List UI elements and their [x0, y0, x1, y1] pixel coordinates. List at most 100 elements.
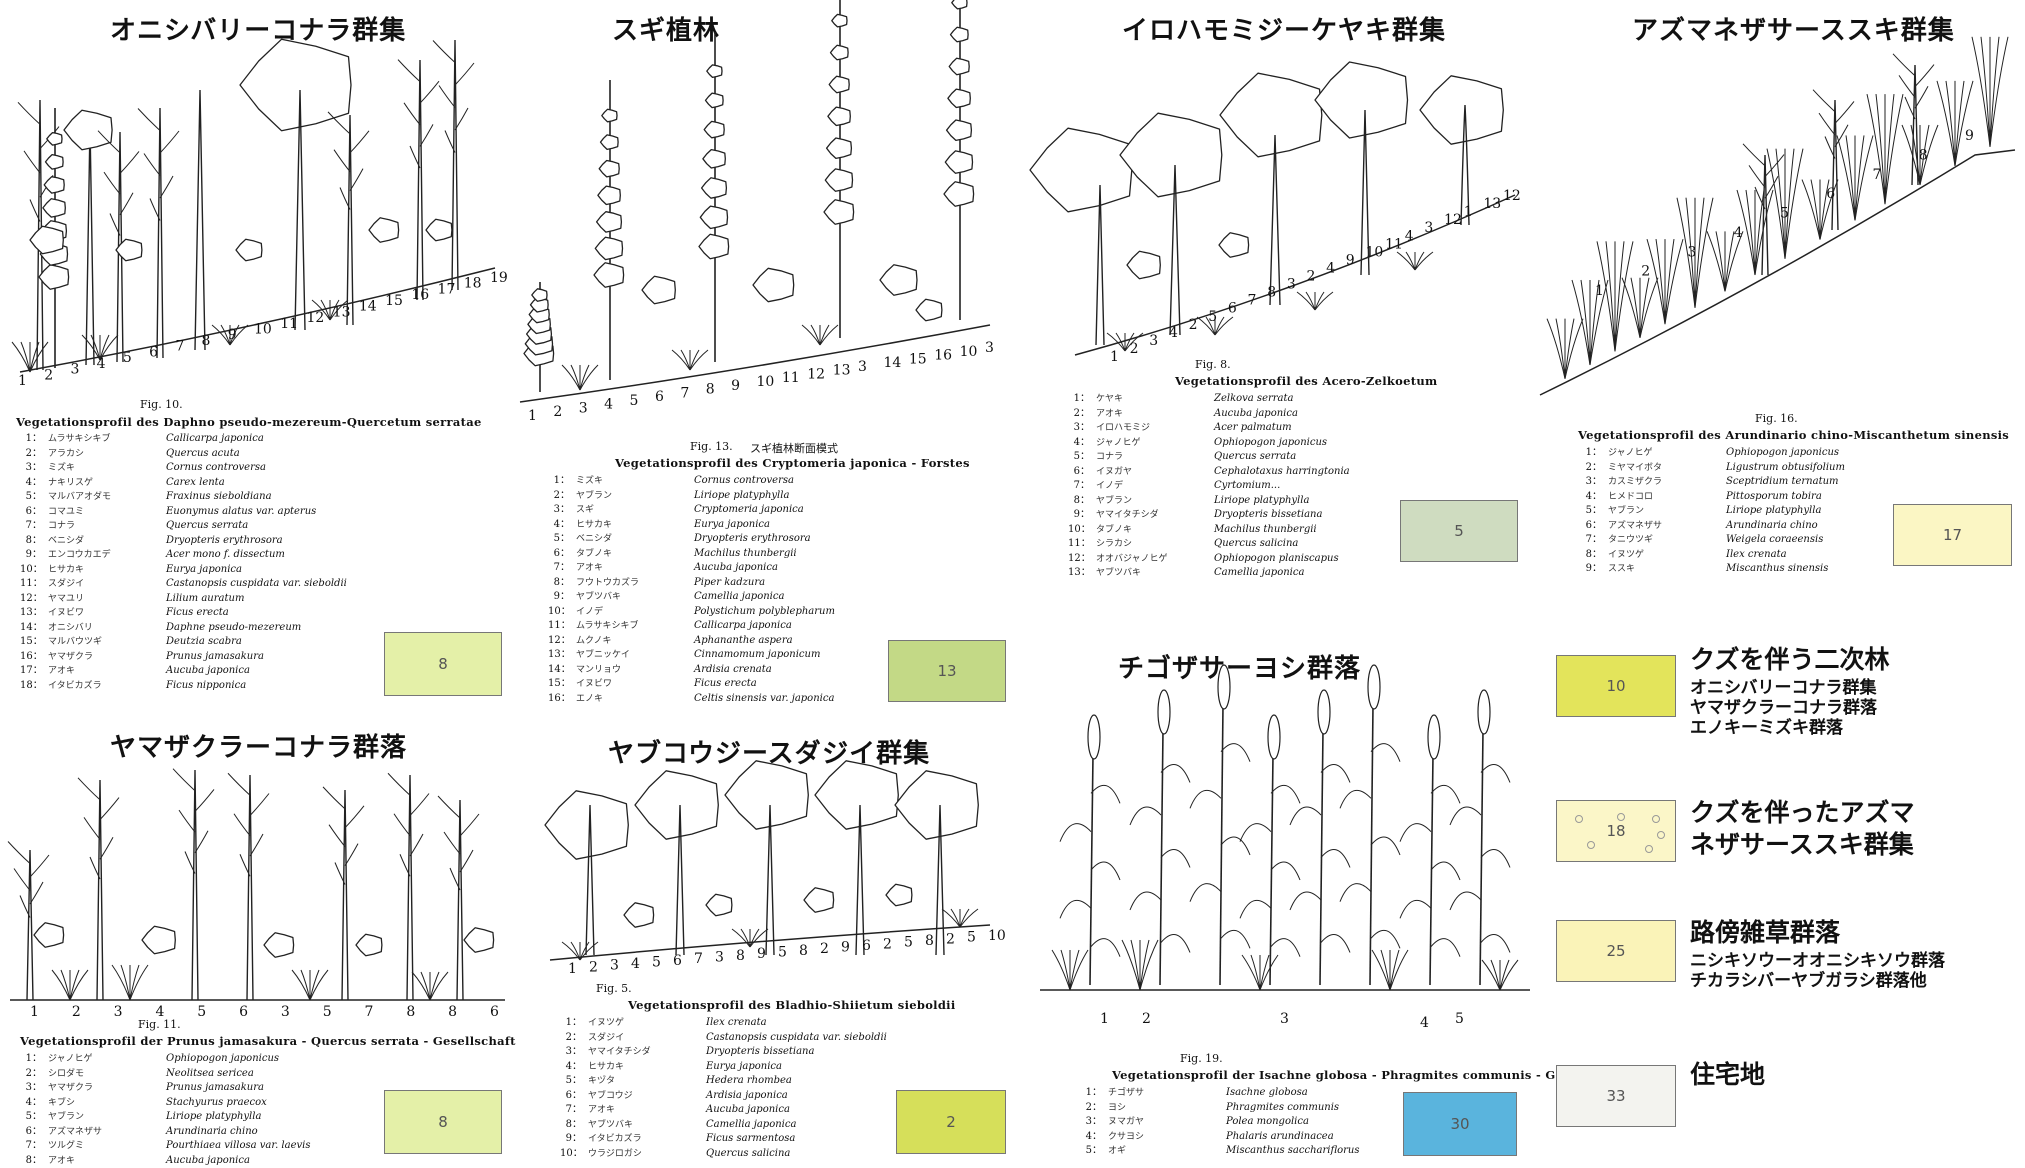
tree-crown	[753, 268, 794, 301]
species-latin-name: Aphananthe aspera	[694, 634, 793, 649]
tree-crown	[597, 212, 622, 232]
grass-blade	[1107, 333, 1125, 351]
species-number: 12：	[20, 592, 42, 607]
profile-number: 2	[1142, 1011, 1151, 1027]
tree-crown	[828, 107, 850, 125]
profile-number: 10	[757, 374, 775, 390]
species-number: 2：	[20, 1067, 42, 1082]
tree-crown	[528, 315, 550, 333]
profile-number: 15	[909, 351, 927, 367]
tree-crown	[947, 120, 972, 140]
grass-blade	[1665, 239, 1683, 324]
species-number: 5：	[20, 1110, 42, 1125]
tree-branch	[173, 769, 195, 791]
profile-number: 9	[731, 378, 740, 394]
species-japanese-name: イヌビワ	[42, 606, 166, 621]
grass-blade	[1725, 231, 1743, 291]
reed-leaf	[1321, 765, 1350, 783]
tree-branch	[410, 834, 423, 856]
reed-leaf	[1130, 807, 1161, 825]
species-number: 12：	[1068, 552, 1090, 567]
species-latin-name: Arundinaria chino	[1726, 519, 1818, 534]
grass-blade	[1716, 231, 1725, 291]
profile-number: 17	[438, 281, 456, 297]
swatch-code: 17	[1943, 526, 1962, 544]
grass-blade	[61, 970, 70, 1000]
tree-branch	[460, 814, 479, 836]
profile-number: 4	[1734, 225, 1743, 241]
species-latin-name: Polea mongolica	[1226, 1115, 1309, 1130]
grass-blade	[562, 942, 580, 960]
grass-blade	[1372, 950, 1390, 990]
species-japanese-name: ナキリスゲ	[42, 476, 166, 491]
profile-number: 8	[202, 333, 211, 349]
profile-number: 3	[1424, 220, 1433, 236]
profile-number: 8	[799, 943, 808, 959]
profile-number: 2	[553, 404, 562, 420]
species-number: 2：	[20, 447, 42, 462]
reed-leaf	[1371, 744, 1400, 762]
grass-blade	[1070, 950, 1088, 990]
grass-blade	[1656, 239, 1665, 324]
profile-number: 3	[1688, 244, 1697, 260]
swatch-code: 8	[438, 655, 448, 673]
grass-blade	[1381, 950, 1390, 990]
species-japanese-name: ヤブラン	[570, 489, 694, 504]
grass-blade	[112, 965, 130, 1000]
species-japanese-name: コナラ	[1090, 450, 1214, 465]
grass-blade	[1131, 940, 1140, 990]
grass-blade	[1902, 125, 1920, 185]
species-number: 14：	[548, 663, 570, 678]
tree-crown	[524, 341, 554, 365]
species-number: 13：	[1068, 566, 1090, 581]
grass-blade	[412, 972, 430, 1000]
tree-branch	[1893, 54, 1915, 76]
profile-number: 12	[306, 310, 324, 326]
species-number: 1：	[1068, 392, 1090, 407]
tree-crown	[1219, 233, 1249, 257]
tree-crown	[356, 934, 382, 955]
species-latin-name: Celtis sinensis var. japonica	[694, 692, 834, 707]
tree-branch	[450, 868, 460, 890]
tree-branch	[144, 154, 160, 176]
map-legend-swatch: 17	[1893, 504, 2012, 566]
profile-number: 1	[1595, 283, 1604, 299]
species-latin-name: Quercus salicina	[706, 1147, 790, 1162]
species-japanese-name: アズマネザサ	[42, 1125, 166, 1140]
profile-number: 7	[694, 951, 703, 967]
profile-number: 5	[904, 935, 913, 951]
species-japanese-name: ベニシダ	[42, 534, 166, 549]
profile-caption: Vegetationsprofil des Bladhio-Shiietum s…	[628, 998, 956, 1012]
figure-number: Fig. 10.	[140, 398, 183, 411]
species-japanese-name: ヒメドコロ	[1602, 490, 1726, 505]
tree-crown	[1127, 251, 1160, 278]
grass-blade	[430, 972, 439, 1000]
species-number: 11：	[548, 619, 570, 634]
profile-number: 2	[1189, 317, 1198, 333]
species-latin-name: Zelkova serrata	[1214, 392, 1294, 407]
figure-title: スギ植林断面模式	[750, 440, 838, 456]
grass-blade	[580, 942, 598, 960]
reed-panicle	[1268, 715, 1280, 759]
reed-leaf	[1271, 785, 1300, 803]
species-latin-name: Aucuba japonica	[166, 664, 250, 679]
species-japanese-name: エノキ	[570, 692, 694, 707]
species-number: 17：	[20, 664, 42, 679]
reed-panicle	[1478, 690, 1490, 734]
species-japanese-name: エンコウカエデ	[42, 548, 166, 563]
reed-stem	[1370, 705, 1373, 985]
legend-subtitle: オニシバリーコナラ群集	[1690, 678, 1877, 698]
species-latin-name: Isachne globosa	[1226, 1086, 1308, 1101]
